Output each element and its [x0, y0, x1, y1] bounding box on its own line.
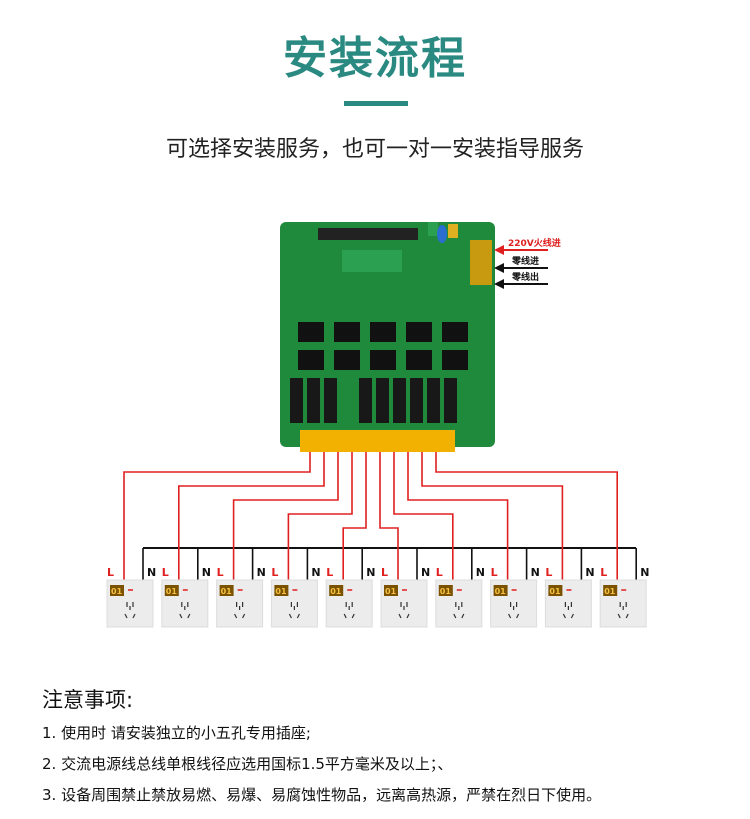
label-live-in: 220V火线进 [508, 237, 561, 249]
live-wire [393, 452, 454, 580]
relay [376, 378, 389, 423]
neutral-label: N [531, 566, 540, 579]
socket-number: 01 [549, 587, 561, 596]
socket-number: 01 [330, 587, 342, 596]
neutral-label: N [257, 566, 266, 579]
relay [298, 350, 324, 370]
live-label: L [271, 566, 278, 579]
socket-number: 01 [275, 587, 287, 596]
relay-board [280, 222, 495, 452]
page-title: 安装流程 [283, 33, 467, 84]
neutral-label: N [421, 566, 430, 579]
page-subtitle: 可选择安装服务，也可一对一安装指导服务 [165, 137, 584, 162]
relay [324, 378, 337, 423]
socket: L N 01 [270, 566, 321, 628]
relay [359, 378, 372, 423]
output-terminal-block [300, 430, 455, 452]
socket-number: 01 [111, 587, 123, 596]
title-underline [344, 101, 408, 106]
live-label: L [381, 566, 388, 579]
socket: L N 01 [599, 566, 649, 628]
live-wire [123, 452, 311, 580]
neutral-label: N [311, 566, 320, 579]
input-wire-labels: 220V火线进 零线进 零线出 [494, 237, 561, 289]
live-wire [232, 452, 339, 580]
socket-number: 01 [166, 587, 178, 596]
relay [334, 322, 360, 342]
live-wire [342, 452, 367, 580]
neutral-label: N [640, 566, 649, 579]
socket: L N 01 [435, 566, 485, 628]
live-label: L [217, 566, 224, 579]
live-wire [407, 452, 509, 580]
relay [406, 322, 432, 342]
relay [370, 322, 396, 342]
relay [442, 350, 468, 370]
relay [334, 350, 360, 370]
socket: L N 01 [216, 566, 266, 628]
notes-section: 注意事项: 1. 使用时 请安装独立的小五孔专用插座; 2. 交流电源线总线单根… [42, 684, 601, 815]
relay [442, 322, 468, 342]
relay [406, 350, 432, 370]
live-label: L [491, 566, 498, 579]
socket-number: 01 [385, 587, 397, 596]
neutral-label: N [366, 566, 375, 579]
note-item: 3. 设备周围禁止禁放易燃、易爆、易腐蚀性物品，远离高热源，严禁在烈日下使用。 [42, 786, 602, 804]
live-wire [379, 452, 399, 580]
relay [290, 378, 303, 423]
neutral-label: N [476, 566, 485, 579]
relay [393, 378, 406, 423]
label-neutral-in: 零线进 [511, 255, 539, 267]
socket: L N 01 [544, 566, 595, 628]
neutral-label: N [147, 566, 156, 579]
socket-number: 01 [440, 587, 452, 596]
live-label: L [545, 566, 552, 579]
neutral-label: N [585, 566, 594, 579]
live-label: L [326, 566, 333, 579]
socket-number: 01 [604, 587, 616, 596]
socket: L N 01 [380, 566, 430, 628]
relay [298, 322, 324, 342]
note-item: 2. 交流电源线总线单根线径应选用国标1.5平方毫米及以上；、 [42, 755, 453, 773]
live-label: L [162, 566, 169, 579]
label-neutral-out: 零线出 [511, 271, 539, 283]
neutral-label: N [202, 566, 211, 579]
relay [427, 378, 440, 423]
socket: L N 01 [161, 566, 211, 628]
socket: L N 01 [325, 566, 375, 628]
socket: L N 01 [106, 566, 156, 628]
live-label: L [436, 566, 443, 579]
notes-heading: 注意事项: [42, 688, 134, 712]
relay [410, 378, 423, 423]
relay [444, 378, 457, 423]
input-terminal-block [470, 240, 492, 285]
live-wire [178, 452, 325, 580]
live-wire [421, 452, 564, 580]
socket: L N 01 [490, 566, 540, 628]
live-wire [435, 452, 619, 580]
socket-number: 01 [221, 587, 233, 596]
live-wire [287, 452, 353, 580]
note-item: 1. 使用时 请安装独立的小五孔专用插座; [42, 724, 311, 742]
live-label: L [107, 566, 114, 579]
socket-number: 01 [495, 587, 507, 596]
relay [370, 350, 396, 370]
live-label: L [600, 566, 607, 579]
relay [307, 378, 320, 423]
